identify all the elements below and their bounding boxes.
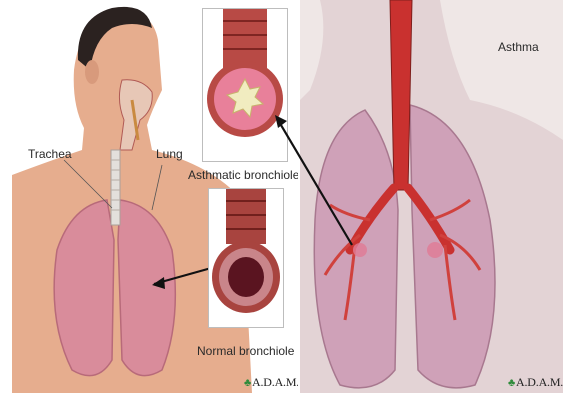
asthmatic-arrow: [278, 120, 352, 245]
